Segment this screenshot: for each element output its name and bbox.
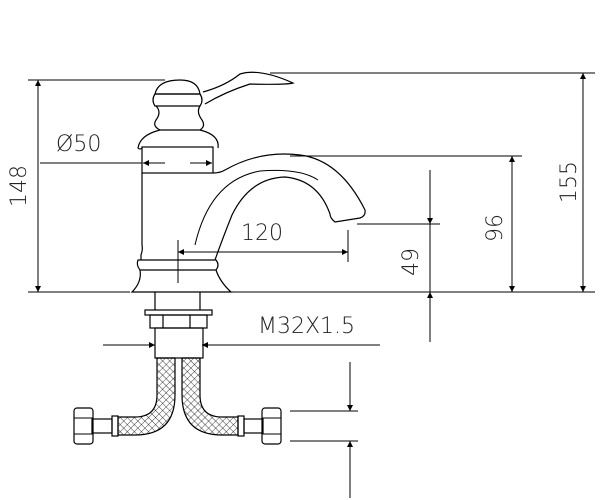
thread-label: M32X1.5 bbox=[258, 314, 355, 339]
faucet-body bbox=[130, 71, 366, 293]
left-hose-nut bbox=[73, 407, 94, 445]
mounting-shank bbox=[144, 292, 213, 359]
flexible-hoses bbox=[73, 357, 282, 445]
dim-155-label: 155 bbox=[557, 161, 582, 203]
dim-148-label: 148 bbox=[7, 165, 32, 207]
dim-120-label: 120 bbox=[241, 221, 283, 246]
extension-lines bbox=[28, 72, 595, 442]
dim-50-label: Ø50 bbox=[56, 132, 101, 157]
dim-96-label: 96 bbox=[483, 214, 508, 242]
dimension-lines bbox=[35, 73, 586, 498]
dim-49-label: 49 bbox=[399, 248, 424, 276]
right-hose-nut bbox=[261, 407, 282, 445]
left-hose bbox=[117, 357, 176, 436]
right-hose bbox=[181, 357, 239, 436]
